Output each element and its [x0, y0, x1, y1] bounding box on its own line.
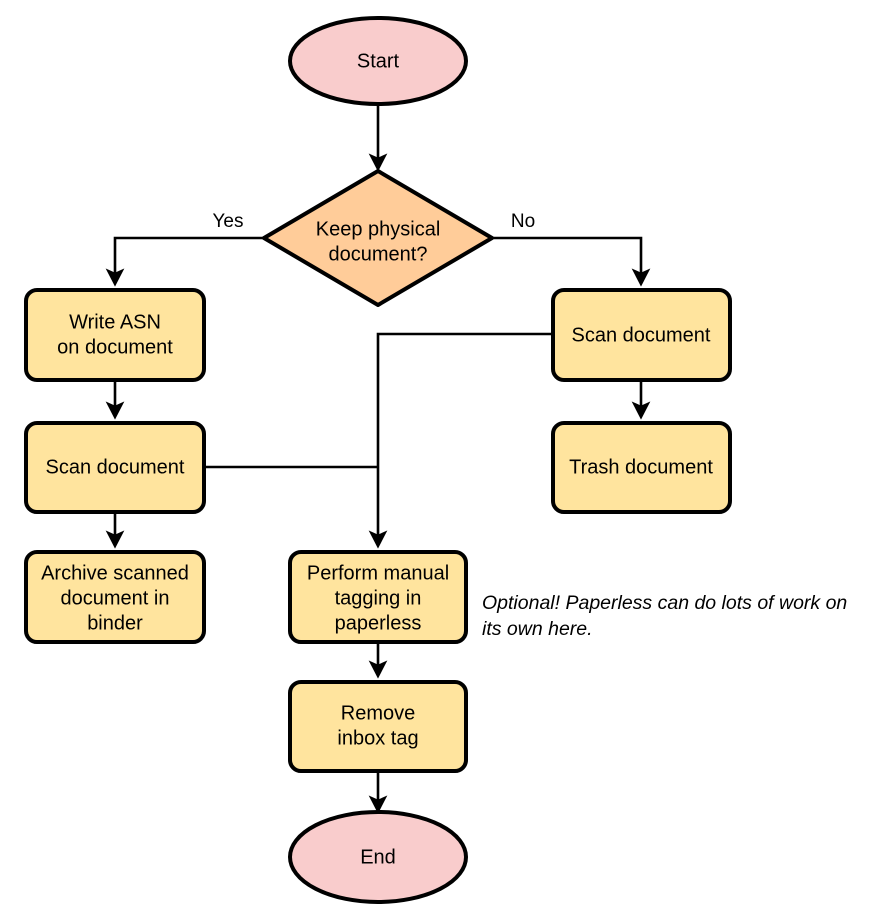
annotation-line2: its own here. [482, 618, 593, 640]
decision-diamond-shape [262, 169, 494, 307]
archive-label-line2: document in [61, 587, 170, 609]
scan-right-rect-shape [551, 288, 732, 382]
tagging-rect-shape [288, 550, 468, 644]
remove-inbox-label-line2: inbox tag [337, 727, 418, 749]
tagging-label-line2: tagging in [335, 587, 422, 609]
node-archive-scanned-document[interactable]: Archive scanned document in binder [24, 550, 206, 644]
scan-left-rect-shape [24, 421, 206, 514]
start-label: Start [357, 50, 400, 72]
scan-right-label: Scan document [572, 324, 711, 346]
archive-label-line1: Archive scanned [41, 562, 189, 584]
end-ellipse-shape [288, 810, 468, 904]
edge-scan-right-to-tagging [368, 332, 553, 549]
decision-label-line2: document? [329, 243, 428, 265]
write-asn-label-line2: on document [57, 336, 173, 358]
write-asn-rect-shape [24, 288, 206, 382]
annotation-line1: Optional! Paperless can do lots of work … [482, 592, 847, 614]
node-end[interactable]: End [288, 810, 468, 904]
trash-rect-shape [551, 421, 732, 514]
edge-label-no: No [511, 211, 535, 232]
remove-inbox-rect-shape [288, 680, 468, 773]
edge-decision-yes-to-write-asn [105, 236, 264, 287]
archive-rect-shape [24, 550, 206, 644]
node-write-asn-on-document[interactable]: Write ASN on document [24, 288, 206, 382]
edge-label-yes: Yes [213, 211, 244, 232]
node-remove-inbox-tag[interactable]: Remove inbox tag [288, 680, 468, 773]
start-ellipse-shape [288, 16, 468, 106]
archive-label-line3: binder [87, 612, 143, 634]
node-start[interactable]: Start [288, 16, 468, 106]
node-perform-manual-tagging[interactable]: Perform manual tagging in paperless [288, 550, 468, 644]
node-decision-keep-physical-document[interactable]: Keep physical document? [262, 169, 494, 307]
remove-inbox-label-line1: Remove [341, 702, 415, 724]
tagging-label-line1: Perform manual [307, 562, 449, 584]
annotation-optional-paperless: Optional! Paperless can do lots of work … [482, 592, 847, 640]
node-scan-document-right[interactable]: Scan document [551, 288, 732, 382]
trash-label: Trash document [569, 456, 713, 478]
scan-left-label: Scan document [46, 456, 185, 478]
decision-label-line1: Keep physical [316, 218, 441, 240]
node-trash-document[interactable]: Trash document [551, 421, 732, 514]
edge-decision-no-to-scan-right [492, 236, 651, 287]
node-scan-document-left[interactable]: Scan document [24, 421, 206, 514]
tagging-label-line3: paperless [335, 612, 422, 634]
write-asn-label-line1: Write ASN [69, 311, 161, 333]
end-label: End [360, 846, 396, 868]
